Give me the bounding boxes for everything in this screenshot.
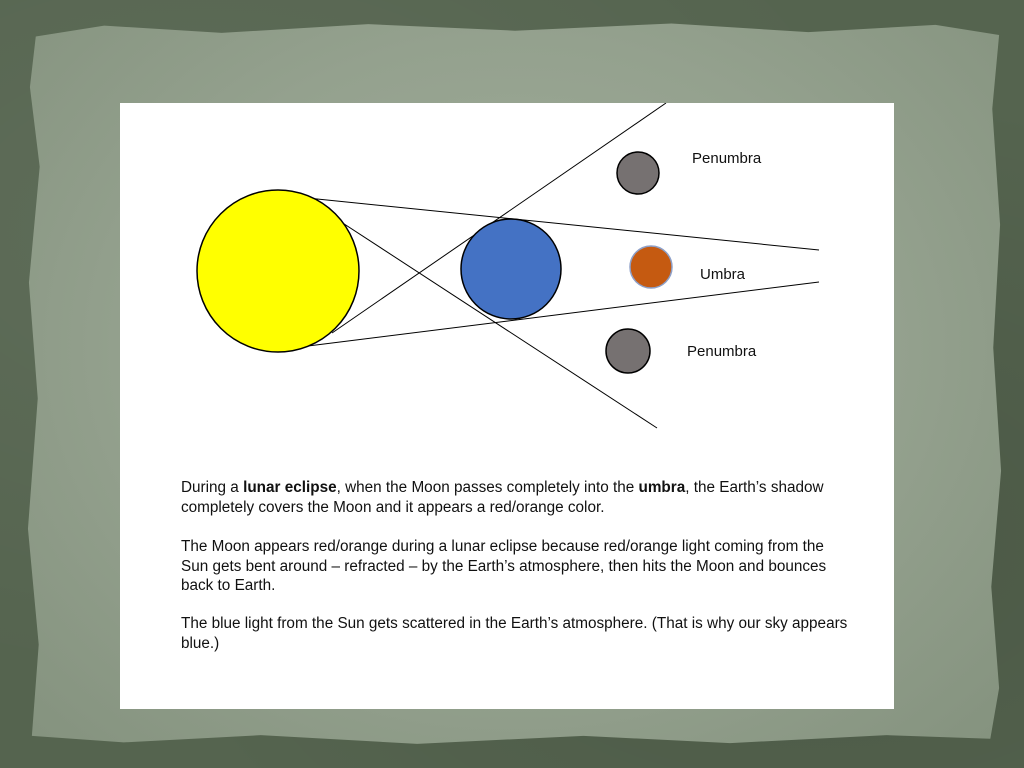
penumbra-bottom-label: Penumbra <box>687 343 757 360</box>
paragraph-lunar-eclipse: During a lunar eclipse, when the Moon pa… <box>181 479 824 516</box>
term-umbra: umbra <box>638 479 686 496</box>
term-lunar-eclipse: lunar eclipse <box>243 479 337 496</box>
moon-penumbra-top <box>616 151 660 195</box>
moon-penumbra-bottom <box>605 328 651 374</box>
earth <box>460 218 562 320</box>
penumbra-top-label: Penumbra <box>692 150 762 167</box>
sun <box>196 189 360 353</box>
moon-umbra <box>629 245 673 289</box>
slide-content: Penumbra Umbra Penumbra During a lunar e… <box>120 103 894 709</box>
umbra-label: Umbra <box>700 266 746 283</box>
lunar-eclipse-diagram <box>196 103 820 429</box>
ray-top-outer <box>277 194 820 251</box>
paragraph-blue-sky: The blue light from the Sun gets scatter… <box>181 615 848 652</box>
paragraph-refraction: The Moon appears red/orange during a lun… <box>181 538 827 594</box>
ray-bottom-outer <box>291 281 820 349</box>
ray-cross-down <box>334 217 658 429</box>
ray-cross-up <box>331 103 667 334</box>
